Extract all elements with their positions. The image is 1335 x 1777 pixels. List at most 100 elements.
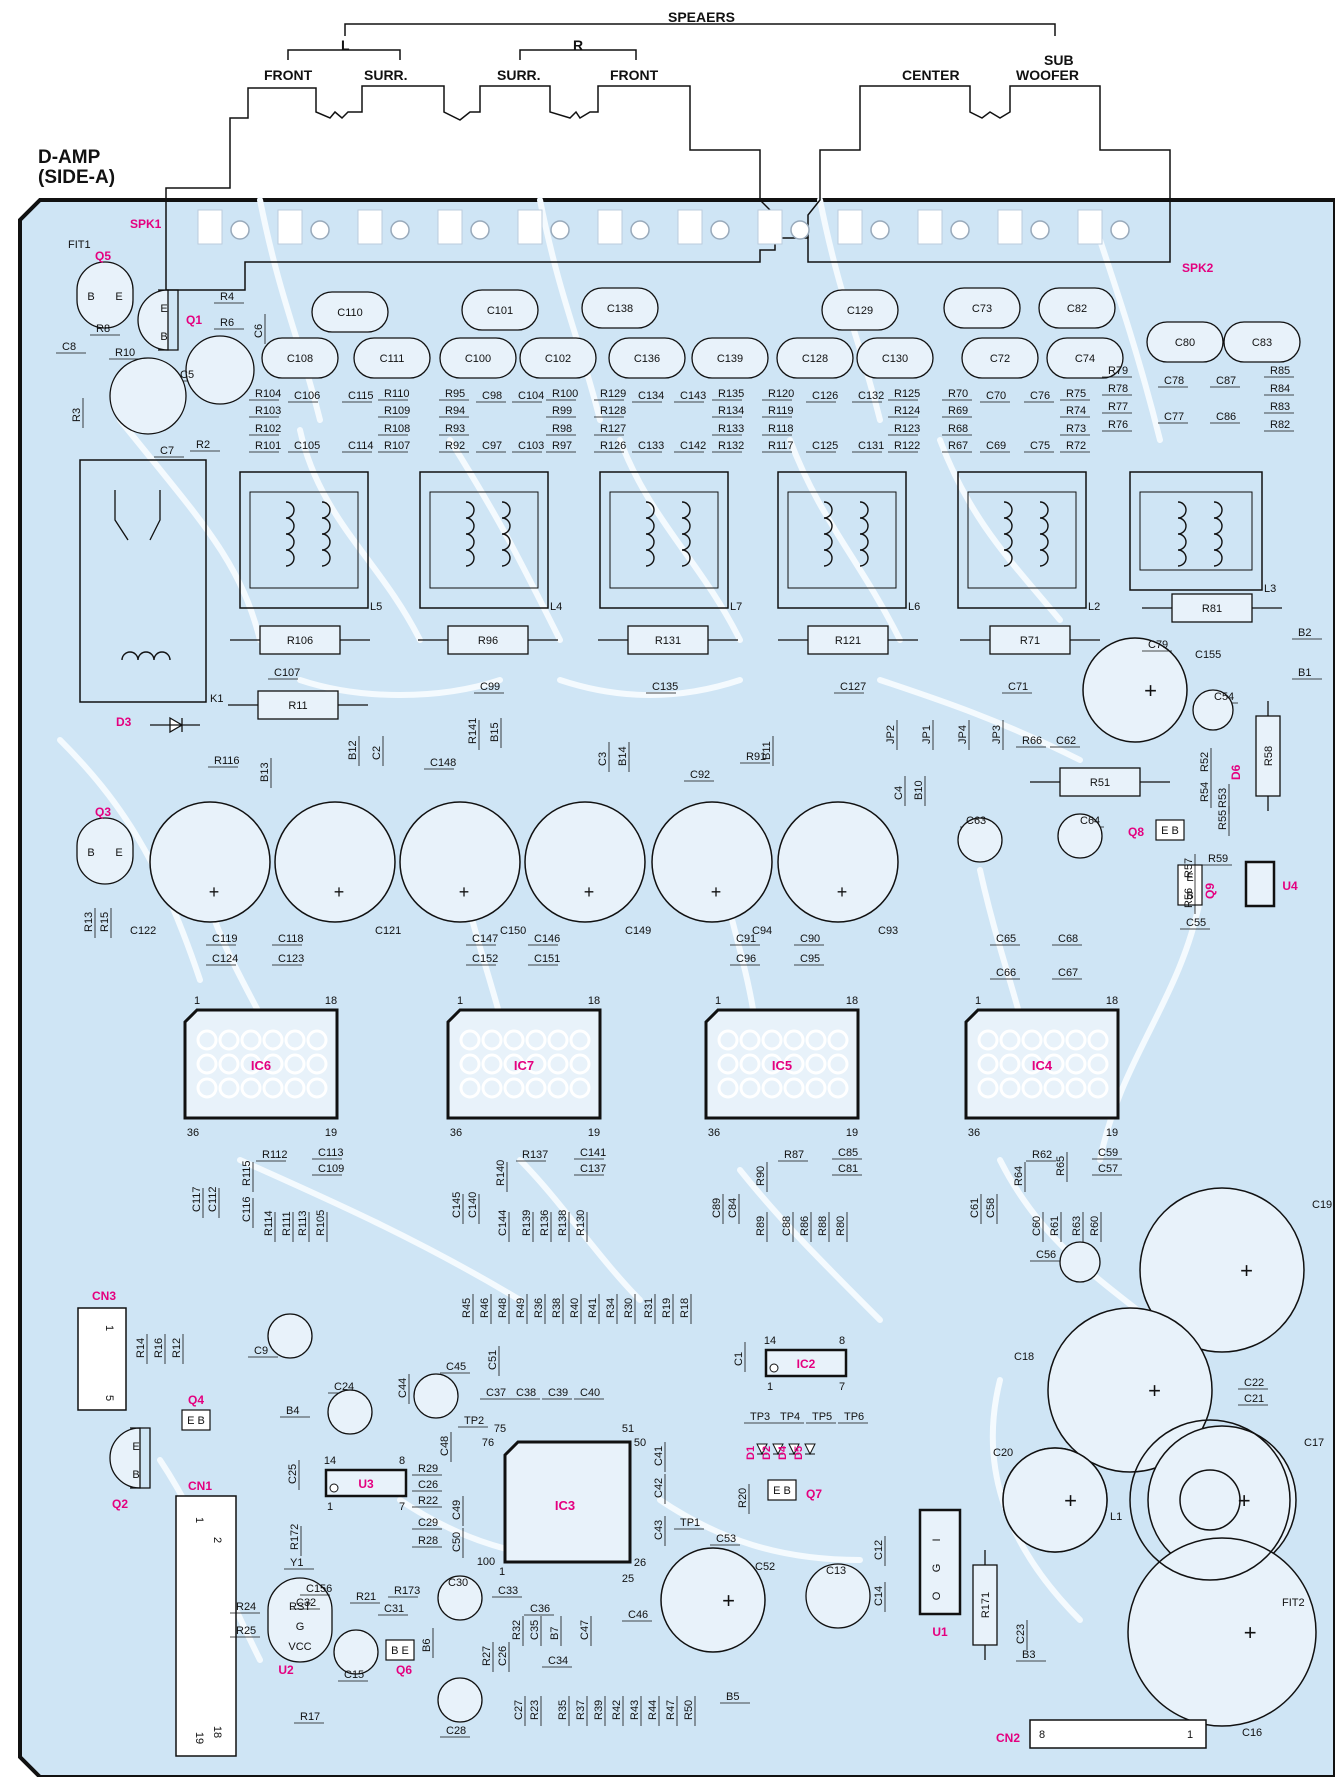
oval-cap-body — [691, 337, 769, 379]
component-label: R93 — [445, 423, 465, 435]
u1-pin: O — [931, 1591, 943, 1600]
inductor-core — [787, 491, 897, 589]
component-label: R122 — [894, 440, 920, 452]
component-label: C135 — [652, 681, 678, 693]
spk2-label: SPK2 — [1182, 261, 1214, 275]
component-label: R24 — [236, 1601, 256, 1613]
component-label: R17 — [300, 1711, 320, 1723]
oval-cap-body — [961, 337, 1039, 379]
component-label: B15 — [489, 722, 501, 742]
component-label: R72 — [1066, 440, 1086, 452]
component-label: C47 — [579, 1620, 591, 1640]
ic2-pin: 8 — [839, 1335, 845, 1347]
ic3-pin: 25 — [622, 1573, 634, 1585]
component-label: C31 — [384, 1603, 404, 1615]
ic3-body — [503, 1440, 632, 1564]
power-ic-pin: 19 — [846, 1127, 858, 1139]
large-cap-label: C155 — [1195, 649, 1221, 661]
component-label: C104 — [518, 390, 544, 402]
component-label: C14 — [873, 1586, 885, 1606]
power-ic-pad — [306, 1029, 328, 1051]
component-label: C7 — [160, 445, 174, 457]
power-ic-pin: 19 — [325, 1127, 337, 1139]
power-ic-pad — [240, 1053, 262, 1075]
component-label: R85 — [1270, 365, 1290, 377]
component-label: R104 — [255, 388, 281, 400]
oval-cap-label: C83 — [1252, 337, 1272, 349]
fit1-label: FIT1 — [68, 239, 91, 251]
small-cap-body — [1057, 813, 1103, 859]
cn3-pin: 5 — [103, 1395, 115, 1401]
component-label: R21 — [356, 1591, 376, 1603]
power-ic-pad — [1021, 1077, 1043, 1099]
component-label: R45 — [461, 1298, 473, 1318]
inductor-frame — [777, 471, 907, 609]
component-label: R55 — [1217, 810, 1229, 830]
component-label: C114 — [348, 440, 373, 452]
ic3-pin: 100 — [477, 1556, 495, 1568]
diode-ref: D1 — [745, 1446, 757, 1460]
inductor-label: L2 — [1088, 601, 1100, 613]
component-label: C88 — [781, 1216, 793, 1236]
relay-contacts — [114, 490, 161, 541]
inductor-coil — [1003, 501, 1013, 567]
component-label: R32 — [511, 1620, 523, 1640]
inductor-core — [429, 491, 539, 589]
oval-cap-body — [353, 337, 431, 379]
component-label: R46 — [479, 1298, 491, 1318]
component-label: R50 — [683, 1700, 695, 1720]
small-cap-body — [185, 335, 255, 405]
component-label: R65 — [1055, 1156, 1067, 1176]
cn2-pin: 8 — [1039, 1729, 1045, 1741]
inductor-coil — [1177, 501, 1187, 567]
component-label: C45 — [446, 1361, 466, 1373]
inductor-coil — [823, 501, 833, 567]
transistor-flat — [130, 1427, 151, 1489]
power-ic-pin: 18 — [588, 995, 600, 1007]
c20-body — [1002, 1447, 1108, 1553]
component-label: R102 — [255, 423, 281, 435]
component-label: C98 — [482, 390, 502, 402]
spk-terminal-slot — [1077, 209, 1103, 245]
ic3-pin: 50 — [634, 1437, 646, 1449]
filter-cap-label: C122 — [130, 925, 156, 937]
power-ic-pad — [569, 1077, 591, 1099]
cn1-pin: 1 — [193, 1517, 205, 1523]
spk-terminal-pad — [870, 220, 890, 240]
small-cap-body — [267, 1313, 313, 1359]
transistor-pins: E B — [1161, 825, 1179, 837]
component-label: R98 — [552, 423, 572, 435]
spk-terminal-pad — [550, 220, 570, 240]
power-ic-pad — [1021, 1029, 1043, 1051]
oval-cap-body — [581, 287, 659, 329]
cn1-ref: CN1 — [188, 1479, 212, 1493]
power-ic-pad — [196, 1077, 218, 1099]
resistor-label: R81 — [1202, 603, 1222, 615]
trace-16 — [297, 677, 503, 698]
component-label: C55 — [1186, 917, 1206, 929]
power-ic-pad — [1087, 1029, 1109, 1051]
inductor-core — [1139, 491, 1253, 571]
component-label: R12 — [171, 1338, 183, 1358]
component-label: C137 — [580, 1163, 606, 1175]
inductor-label: L4 — [550, 601, 562, 613]
trace-0 — [117, 417, 263, 643]
transistor-body — [1155, 819, 1185, 841]
component-label: R172 — [289, 1524, 301, 1550]
component-label: R125 — [894, 388, 920, 400]
ic3-pin: 26 — [634, 1557, 646, 1569]
component-label: C23 — [1015, 1624, 1027, 1644]
large-cap-label: C18 — [1014, 1351, 1034, 1363]
component-label: R99 — [552, 405, 572, 417]
component-label: Y1 — [290, 1557, 303, 1569]
transistor-pin: B — [132, 1469, 139, 1481]
power-ic-pin: 36 — [708, 1127, 720, 1139]
power-ic-pin: 36 — [450, 1127, 462, 1139]
power-ic-pad — [761, 1077, 783, 1099]
power-ic-pad — [783, 1029, 805, 1051]
component-label: C2 — [371, 746, 383, 760]
filter-cap-label: C121 — [375, 925, 401, 937]
component-label: C84 — [727, 1198, 739, 1218]
d3-symbol — [150, 716, 200, 734]
oval-cap-label: C128 — [802, 353, 828, 365]
